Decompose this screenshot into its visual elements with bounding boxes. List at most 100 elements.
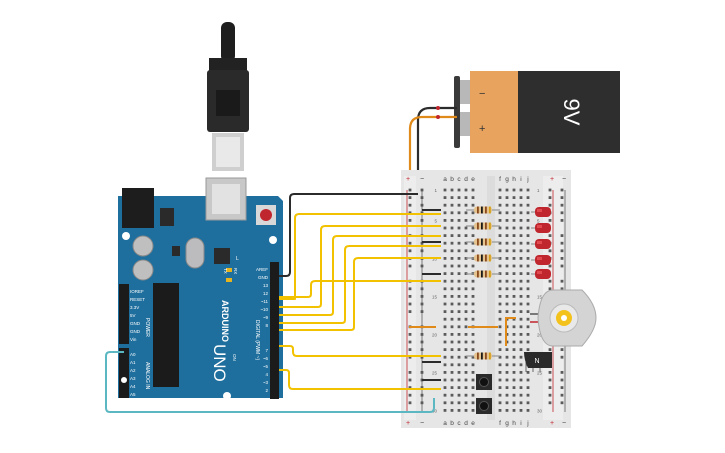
breadboard-hole (498, 249, 502, 253)
resistor-icon (466, 352, 500, 360)
breadboard-hole (471, 401, 475, 405)
rail-hole (408, 188, 412, 192)
breadboard-hole (471, 355, 475, 359)
breadboard-hole (498, 226, 502, 230)
breadboard-hole (512, 279, 516, 283)
breadboard-hole (457, 257, 461, 260)
pin-a1-label: A1 (130, 360, 136, 365)
breadboard-hole (457, 386, 461, 389)
col-label-top-g: g (505, 176, 509, 183)
rail-hole (560, 378, 564, 382)
breadboard-hole (512, 257, 516, 260)
breadboard-hole (457, 295, 461, 298)
rail-hole (420, 188, 424, 192)
rail-hole (548, 348, 552, 351)
row-number-right: 20 (537, 332, 543, 337)
breadboard-hole (519, 378, 523, 382)
breadboard-hole (457, 249, 461, 253)
breadboard-hole (498, 203, 502, 207)
breadboard-hole (519, 287, 523, 291)
breadboard-hole (498, 393, 502, 397)
breadboard-hole (505, 363, 509, 367)
rail-hole (548, 386, 552, 389)
rail-plus-top-right: + (550, 176, 554, 183)
pin-gnd-label: GND (130, 321, 141, 326)
rail-hole (560, 279, 564, 283)
rail-hole (560, 249, 564, 253)
breadboard-hole (505, 348, 509, 351)
breadboard-hole (505, 386, 509, 389)
breadboard-hole (505, 355, 509, 359)
breadboard-hole (471, 241, 475, 245)
col-label-top-e: e (471, 176, 475, 183)
battery-wires (408, 106, 458, 202)
breadboard-hole (443, 196, 447, 199)
breadboard-hole (526, 264, 530, 268)
breadboard-hole (464, 378, 468, 382)
pin-ioref-label: IOREF (130, 289, 144, 294)
breadboard-hole (505, 279, 509, 283)
breadboard-hole (450, 287, 454, 291)
breadboard-hole (505, 272, 509, 275)
rail-hole (420, 295, 424, 298)
breadboard-hole (471, 295, 475, 298)
breadboard-hole (505, 371, 509, 374)
breadboard-hole (498, 188, 502, 192)
breadboard-hole (512, 295, 516, 298)
breadboard-hole (450, 188, 454, 192)
breadboard-hole (505, 196, 509, 199)
breadboard-hole (450, 196, 454, 199)
breadboard-hole (505, 287, 509, 291)
breadboard-hole (519, 188, 523, 192)
breadboard-hole (464, 264, 468, 268)
breadboard-hole (450, 393, 454, 397)
breadboard-hole (457, 196, 461, 199)
arduino-tx-label: TX (223, 268, 228, 274)
breadboard-hole (443, 234, 447, 237)
breadboard-hole (498, 340, 502, 344)
signal-wires (105, 193, 441, 413)
pin-10-label: ~10 (260, 307, 268, 312)
breadboard-hole (512, 203, 516, 207)
breadboard-hole (519, 196, 523, 199)
transistor-icon: N (524, 352, 552, 372)
breadboard-hole (464, 317, 468, 321)
breadboard-hole (471, 279, 475, 283)
breadboard-hole (505, 203, 509, 207)
pin-a4-label: A4 (130, 384, 136, 389)
rail-hole (420, 333, 424, 336)
breadboard-hole (519, 325, 523, 329)
rail-hole (560, 219, 564, 222)
breadboard-hole (512, 393, 516, 397)
breadboard-hole (505, 409, 509, 412)
breadboard-hole (526, 295, 530, 298)
breadboard-hole (464, 310, 468, 313)
rail-hole (548, 401, 552, 405)
breadboard-hole (526, 325, 530, 329)
breadboard-hole (519, 409, 523, 412)
rail-hole (548, 249, 552, 253)
breadboard-hole (443, 188, 447, 192)
breadboard-hole (450, 371, 454, 374)
breadboard-hole (498, 386, 502, 389)
rail-hole (560, 257, 564, 260)
breadboard-hole (464, 386, 468, 389)
rail-hole (548, 371, 552, 374)
breadboard-hole (457, 378, 461, 382)
rail-minus-top-right: − (562, 176, 566, 183)
breadboard-hole (443, 257, 447, 260)
breadboard-hole (464, 241, 468, 245)
pin-a2-label: A2 (130, 368, 136, 373)
breadboard-hole (498, 325, 502, 329)
breadboard-hole (457, 355, 461, 359)
breadboard-hole (450, 302, 454, 306)
breadboard-hole (512, 211, 516, 215)
col-label-bottom-c: c (457, 420, 461, 427)
breadboard-hole (498, 317, 502, 321)
breadboard-hole (498, 279, 502, 283)
breadboard-hole (457, 279, 461, 283)
rail-hole (408, 371, 412, 374)
breadboard-hole (519, 317, 523, 321)
breadboard-hole (505, 249, 509, 253)
